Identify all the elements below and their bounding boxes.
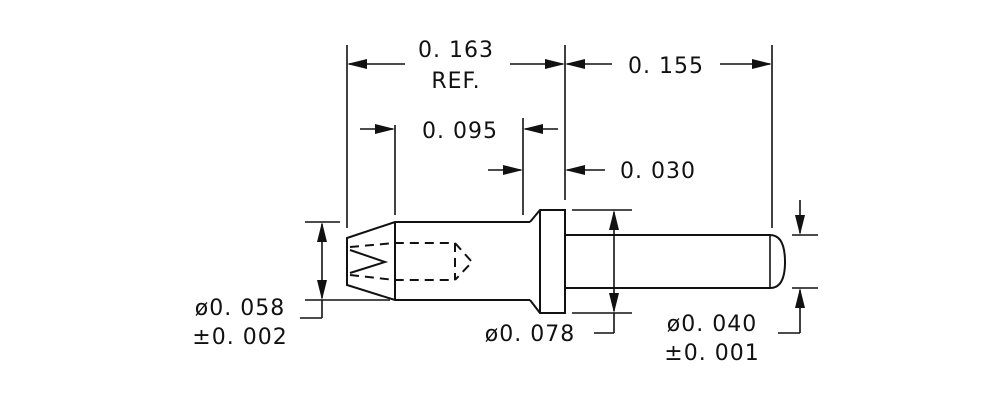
tail-pin <box>565 234 787 289</box>
tail-diameter-tolerance: ±0. 001 <box>664 341 759 366</box>
dim-collar-diameter: ø0. 078 <box>485 210 619 347</box>
socket-depth-value: 0. 095 <box>422 119 498 144</box>
dim-tail-diameter: ø0. 040 ±0. 001 <box>664 200 805 366</box>
bore-top-line <box>349 242 455 248</box>
overall-ref-note: REF. <box>431 69 480 94</box>
dim-tail-length: 0. 155 <box>565 54 772 79</box>
collar <box>529 209 566 314</box>
bore-drill-point <box>454 242 474 281</box>
dim-collar-width: 0. 030 <box>488 159 696 184</box>
socket-diameter-value: ø0. 058 <box>195 296 285 321</box>
socket-diameter-tolerance: ±0. 002 <box>192 325 287 350</box>
pin-outline <box>346 209 787 314</box>
socket-body <box>346 221 530 301</box>
tail-length-value: 0. 155 <box>628 54 704 79</box>
overall-ref-value: 0. 163 <box>418 38 494 63</box>
extension-lines <box>305 45 818 314</box>
tail-diameter-value: ø0. 040 <box>667 312 757 337</box>
collar-diameter-value: ø0. 078 <box>485 322 575 347</box>
dim-overall-ref: 0. 163 REF. <box>347 38 565 94</box>
tip-slot <box>349 249 389 274</box>
hidden-bore <box>349 242 474 281</box>
dim-socket-depth: 0. 095 <box>360 119 558 144</box>
bore-bottom-line <box>349 274 455 281</box>
dim-socket-diameter: ø0. 058 ±0. 002 <box>192 222 327 350</box>
collar-width-value: 0. 030 <box>620 159 696 184</box>
